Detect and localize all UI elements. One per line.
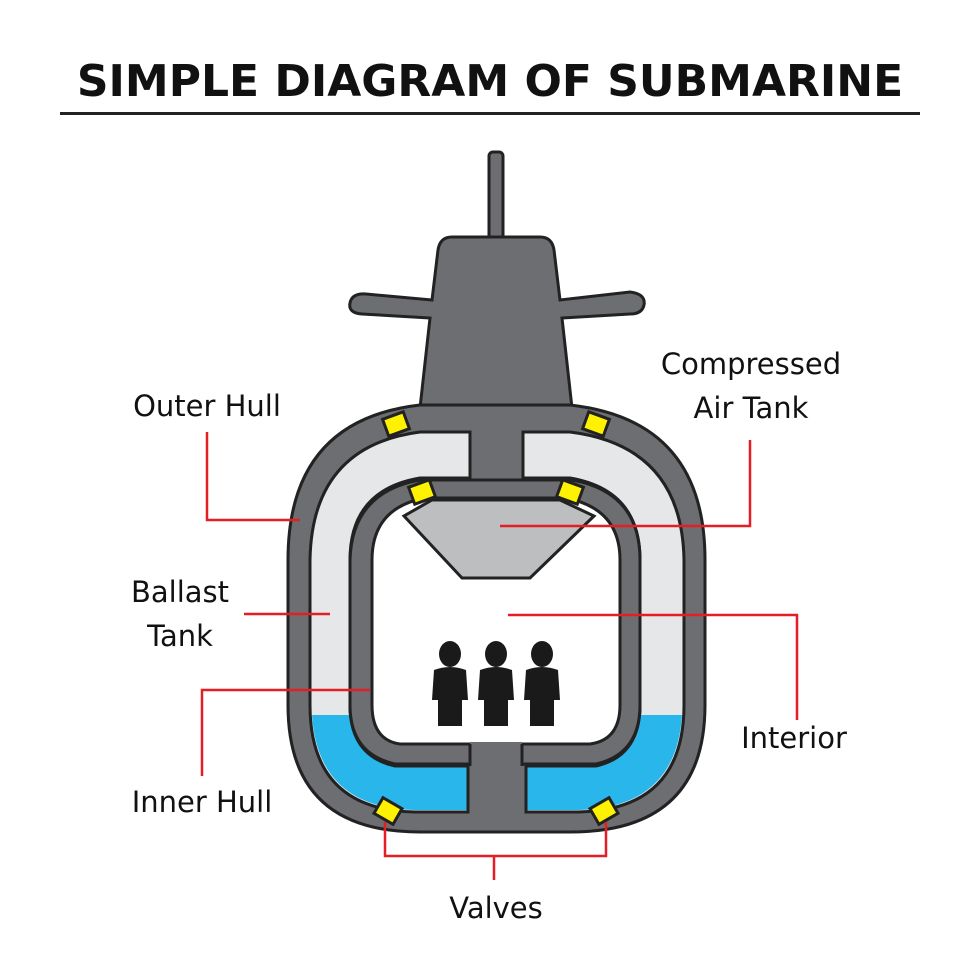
sail-tower: [348, 235, 646, 410]
label-outer-hull: Outer Hull: [133, 389, 281, 423]
label-valves: Valves: [449, 891, 543, 925]
leader-inner-hull: [200, 688, 370, 776]
compressed-air-tank: [401, 498, 597, 580]
keel-column-outline: [468, 744, 524, 766]
crew-member-3: [524, 641, 560, 726]
label-interior: Interior: [741, 721, 847, 755]
label-compressed-line1: Compressed: [661, 347, 841, 381]
crew-figures: [432, 641, 560, 726]
ballast-water-right: [526, 715, 682, 810]
leader-compressed-air-tank: [500, 440, 752, 528]
leader-valves: [383, 822, 608, 880]
diagram-title: SIMPLE DIAGRAM OF SUBMARINE: [77, 56, 903, 107]
label-ballast-line2: Tank: [146, 619, 213, 653]
keel-column: [470, 742, 522, 814]
crew-member-2: [478, 641, 514, 726]
ballast-water-left: [312, 715, 468, 810]
valve-top-right-outer: [580, 409, 612, 439]
valve-top-left-inner: [406, 477, 438, 507]
valve-top-left-outer: [380, 409, 412, 439]
label-inner-hull: Inner Hull: [132, 785, 273, 819]
valve-bottom-left: [371, 795, 405, 827]
leader-outer-hull: [205, 432, 300, 522]
valve-top-right-inner: [554, 477, 586, 507]
periscope-mast: [487, 150, 505, 246]
label-ballast-line1: Ballast: [131, 575, 229, 609]
title-underline: [60, 112, 920, 115]
valve-bottom-right: [587, 795, 621, 827]
crew-member-1: [432, 641, 468, 726]
leader-interior: [508, 613, 799, 720]
label-compressed-line2: Air Tank: [694, 391, 809, 425]
